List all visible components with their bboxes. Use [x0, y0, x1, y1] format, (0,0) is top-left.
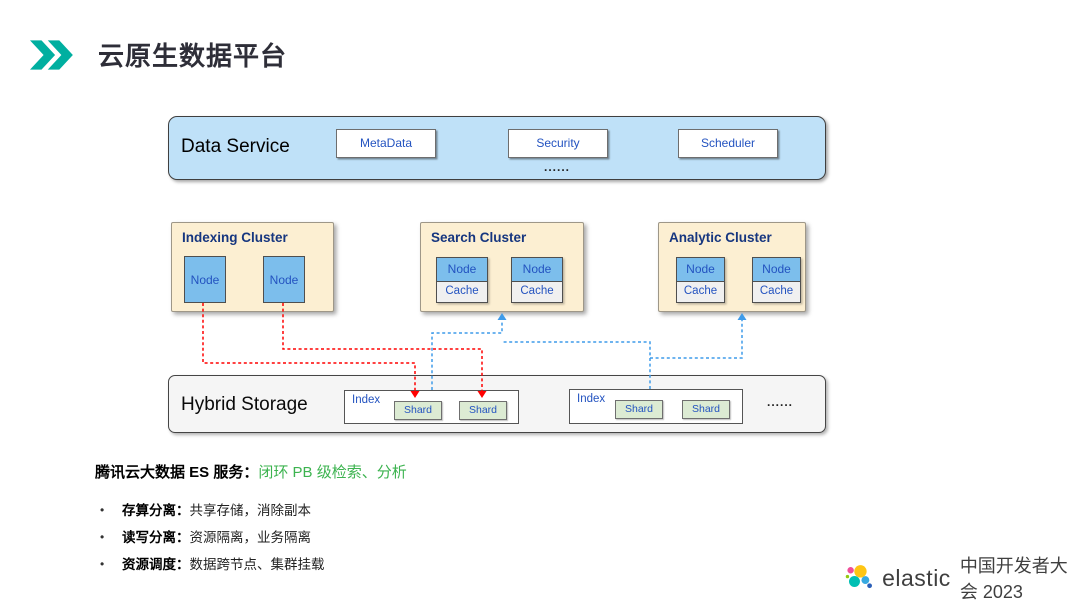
search-cluster-box: Search Cluster Node Cache Node Cache: [420, 222, 584, 312]
indexing-cluster-title: Indexing Cluster: [182, 230, 288, 245]
indexing-node: Node: [263, 256, 305, 303]
bullet-marker: •: [100, 557, 105, 571]
read-path-line: [650, 320, 743, 359]
brand-name: elastic: [882, 564, 951, 591]
hybrid-storage-box: Hybrid Storage Index Shard Shard Index S…: [168, 375, 826, 433]
analytic-node: Node: [752, 257, 801, 282]
event-name: 中国开发者大会 2023: [959, 556, 1068, 602]
bullet-marker: •: [100, 503, 105, 517]
search-cache: Cache: [436, 282, 488, 303]
analytic-cluster-title: Analytic Cluster: [669, 230, 772, 245]
data-service-label: Data Service: [181, 136, 290, 157]
analytic-node: Node: [676, 257, 725, 282]
headline-highlight-text: 闭环 PB 级检索、分析: [258, 464, 407, 481]
bullet-term: 存算分离：: [122, 503, 190, 518]
data-service-box: Data Service MetaData Security Scheduler…: [168, 116, 826, 180]
bullet-desc: 共享存储，消除副本: [189, 503, 312, 518]
indexing-node: Node: [184, 256, 226, 303]
index-box: Index Shard Shard: [344, 390, 519, 424]
hybrid-storage-label: Hybrid Storage: [181, 394, 308, 415]
search-cluster-title: Search Cluster: [431, 230, 527, 245]
service-scheduler-box: Scheduler: [678, 129, 778, 158]
elastic-logo-icon: [845, 565, 872, 589]
bullet-item: • 资源调度： 数据跨节点、集群挂载: [100, 551, 325, 578]
bullet-term: 读写分离：: [122, 530, 190, 545]
search-cache: Cache: [511, 282, 563, 303]
index-box: Index Shard Shard: [569, 389, 743, 424]
bullet-marker: •: [100, 530, 105, 544]
read-arrowhead-icon: [497, 313, 507, 320]
index-label: Index: [352, 394, 381, 406]
bullet-desc: 资源隔离，业务隔离: [189, 530, 312, 545]
bullet-term: 资源调度：: [122, 557, 190, 572]
shard-box: Shard: [615, 400, 663, 419]
shard-box: Shard: [459, 401, 507, 420]
footer-brand: elastic 中国开发者大会 2023: [845, 552, 1080, 604]
analytic-cache: Cache: [752, 282, 801, 303]
indexing-cluster-box: Indexing Cluster Node Node: [171, 222, 334, 312]
analytic-cluster-box: Analytic Cluster Node Cache Node Cache: [658, 222, 806, 312]
search-node-stack: Node Cache: [511, 257, 563, 303]
read-arrowhead-icon: [737, 313, 747, 320]
analytic-node-stack: Node Cache: [676, 257, 725, 303]
analytic-cache: Cache: [676, 282, 725, 303]
shard-box: Shard: [682, 400, 730, 419]
storage-ellipsis: ......: [767, 395, 794, 409]
shard-box: Shard: [394, 401, 442, 420]
index-label: Index: [577, 393, 606, 405]
slide-header: 云原生数据平台: [30, 36, 287, 73]
bullet-item: • 存算分离： 共享存储，消除副本: [100, 497, 325, 524]
double-chevron-icon: [30, 39, 73, 70]
search-node: Node: [511, 257, 563, 282]
notes-bullets: • 存算分离： 共享存储，消除副本 • 读写分离： 资源隔离，业务隔离 • 资源…: [100, 497, 325, 578]
search-node-stack: Node Cache: [436, 257, 488, 303]
headline-bold-text: 腾讯云大数据 ES 服务：: [95, 464, 259, 481]
bullet-desc: 数据跨节点、集群挂载: [189, 557, 325, 572]
service-security-box: Security: [508, 129, 608, 158]
search-node: Node: [436, 257, 488, 282]
analytic-node-stack: Node Cache: [752, 257, 801, 303]
service-metadata-box: MetaData: [336, 129, 436, 158]
notes-headline: 腾讯云大数据 ES 服务：闭环 PB 级检索、分析: [95, 461, 407, 482]
page-title: 云原生数据平台: [98, 41, 288, 71]
bullet-item: • 读写分离： 资源隔离，业务隔离: [100, 524, 325, 551]
data-service-ellipsis: ......: [543, 160, 570, 174]
